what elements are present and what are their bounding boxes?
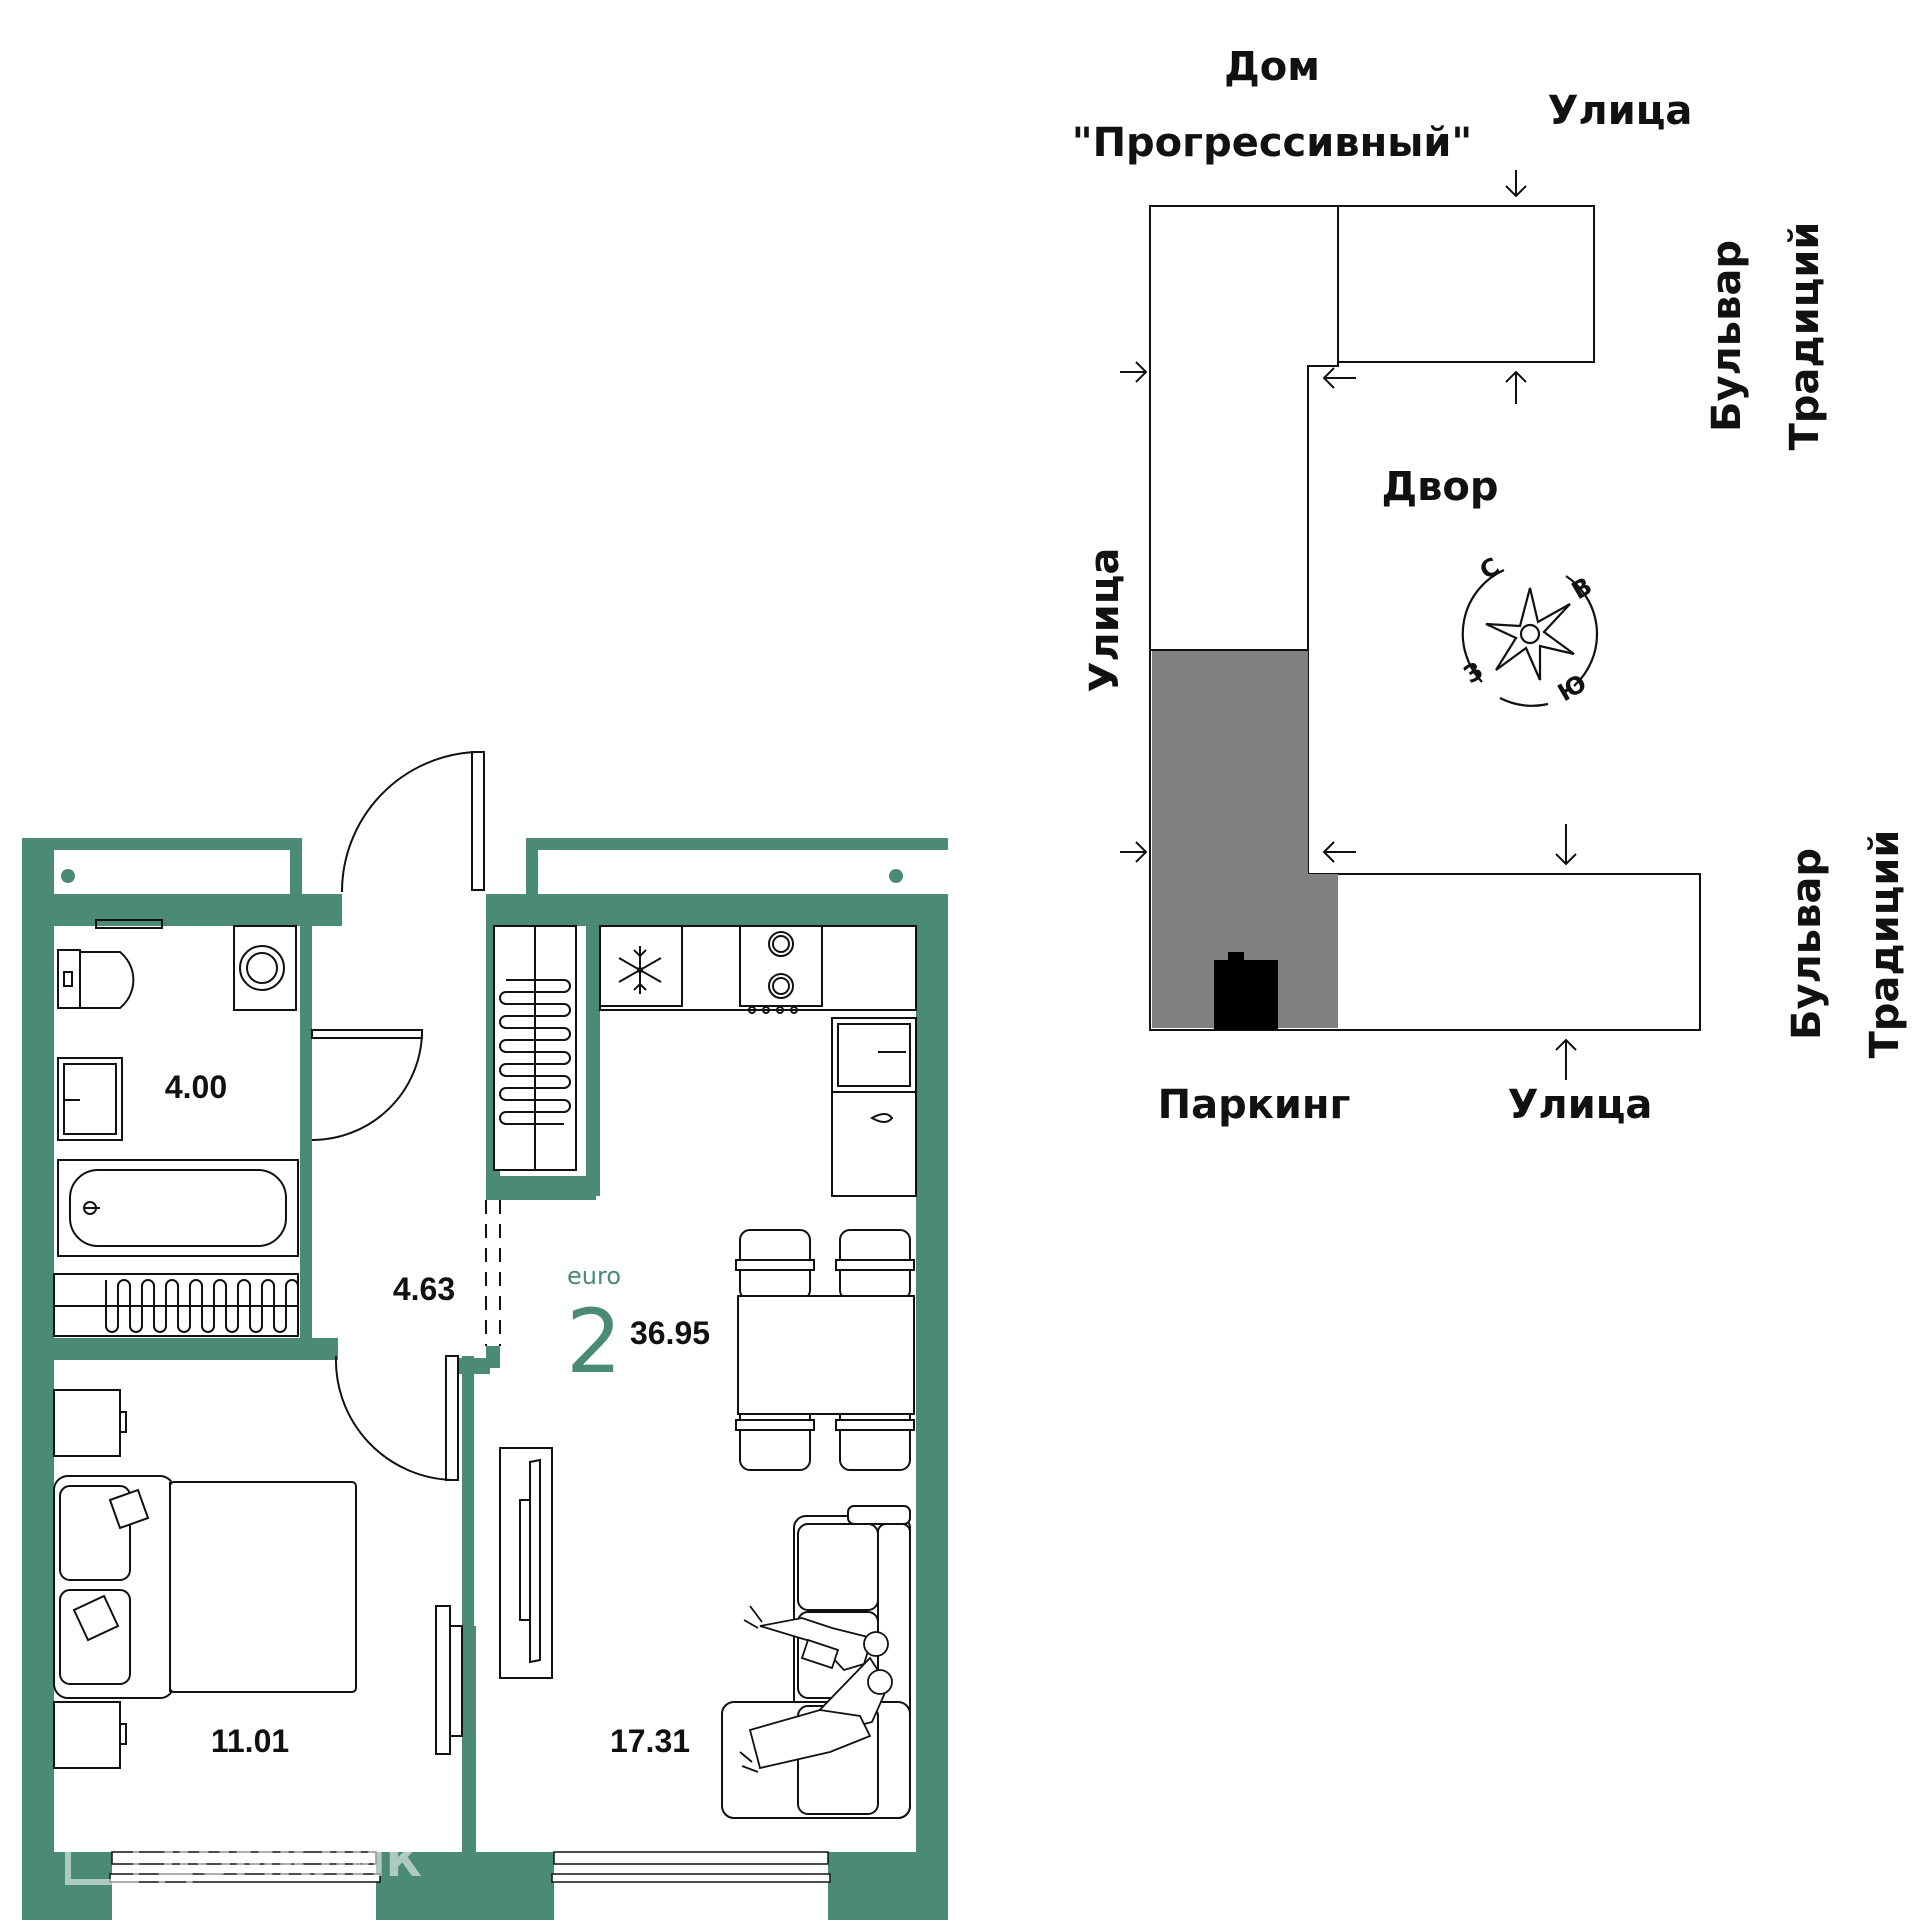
tv-console — [499, 1447, 553, 1679]
wardrobe — [493, 925, 577, 1171]
compass-east: В — [1567, 572, 1597, 605]
arrow-icon — [1555, 1038, 1577, 1080]
arrow-icon — [1505, 370, 1527, 404]
total-area: 36.95 — [630, 1315, 710, 1351]
hall-area: 4.63 — [393, 1271, 455, 1307]
bedroom-radiator — [435, 1605, 463, 1755]
compass-west: З — [1459, 656, 1488, 689]
arrow-icon — [1120, 841, 1148, 863]
boulevard-top-line1: Бульвар — [1704, 240, 1750, 432]
street-label-top: Улица — [1548, 88, 1693, 134]
rooms-count: 2 — [566, 1290, 622, 1393]
arrow-icon — [1120, 361, 1148, 383]
house-name-line2: "Прогрессивный" — [1072, 120, 1473, 166]
bedroom-area: 11.01 — [211, 1723, 289, 1759]
floor-plan: 4.00 4.63 11.01 17.31 euro 2 36.95 — [22, 751, 948, 1920]
nightstand-bottom-handle — [119, 1723, 127, 1745]
nightstand-bottom — [53, 1701, 121, 1769]
parking-label: Паркинг — [1158, 1082, 1351, 1128]
bathroom-area: 4.00 — [165, 1069, 227, 1105]
parking-zone — [1152, 650, 1338, 1028]
compass-rose-icon — [1461, 568, 1599, 707]
people-illustration — [739, 1605, 893, 1773]
entrance-door — [340, 751, 485, 893]
passage — [485, 1200, 501, 1346]
street-label-bottom: Улица — [1508, 1082, 1653, 1128]
bathroom-door — [311, 1029, 423, 1141]
house-logo-icon — [65, 1816, 139, 1885]
nightstand-top — [53, 1389, 121, 1457]
yard-label: Двор — [1381, 464, 1498, 510]
balcony-dot-right — [889, 869, 903, 883]
boulevard-bottom-line1: Бульвар — [1784, 848, 1830, 1040]
bathtub — [57, 1159, 299, 1257]
compass-south: Ю — [1553, 669, 1591, 707]
towel-radiator — [53, 1273, 299, 1337]
apartment-type-label: euro — [567, 1262, 621, 1290]
toilet — [57, 919, 163, 1009]
boulevard-top-line2: Традиций — [1782, 222, 1828, 451]
snowflake-icon — [618, 946, 662, 994]
boulevard-bottom-line2: Традиций — [1862, 830, 1908, 1059]
kitchen — [599, 925, 917, 1197]
arrow-icon — [1555, 824, 1577, 866]
dining-table — [735, 1229, 915, 1471]
windows — [109, 1851, 831, 1883]
arrow-icon — [1322, 367, 1356, 389]
washing-machine — [233, 925, 297, 1011]
bedroom-door — [334, 1355, 459, 1481]
living-area: 17.31 — [610, 1723, 690, 1759]
walls — [22, 838, 948, 1920]
arrow-icon — [1322, 841, 1356, 863]
site-plan: С В Ю З Дом "Прогрессивный" Улица Улица … — [1072, 44, 1908, 1128]
street-label-left: Улица — [1082, 548, 1128, 693]
entrance-arrows — [1120, 170, 1577, 1080]
balcony-dot-left — [61, 869, 75, 883]
watermark-text: ДОМКЛИК — [156, 1836, 422, 1887]
compass-north: С — [1475, 552, 1504, 585]
watermark: ДОМКЛИК — [65, 1816, 422, 1887]
arrow-icon — [1505, 170, 1527, 198]
nightstand-top-handle — [119, 1411, 127, 1433]
parking-entrance-icon — [1214, 960, 1278, 1030]
house-name-line1: Дом — [1224, 44, 1320, 90]
bed — [53, 1475, 357, 1699]
sink — [57, 1057, 123, 1141]
